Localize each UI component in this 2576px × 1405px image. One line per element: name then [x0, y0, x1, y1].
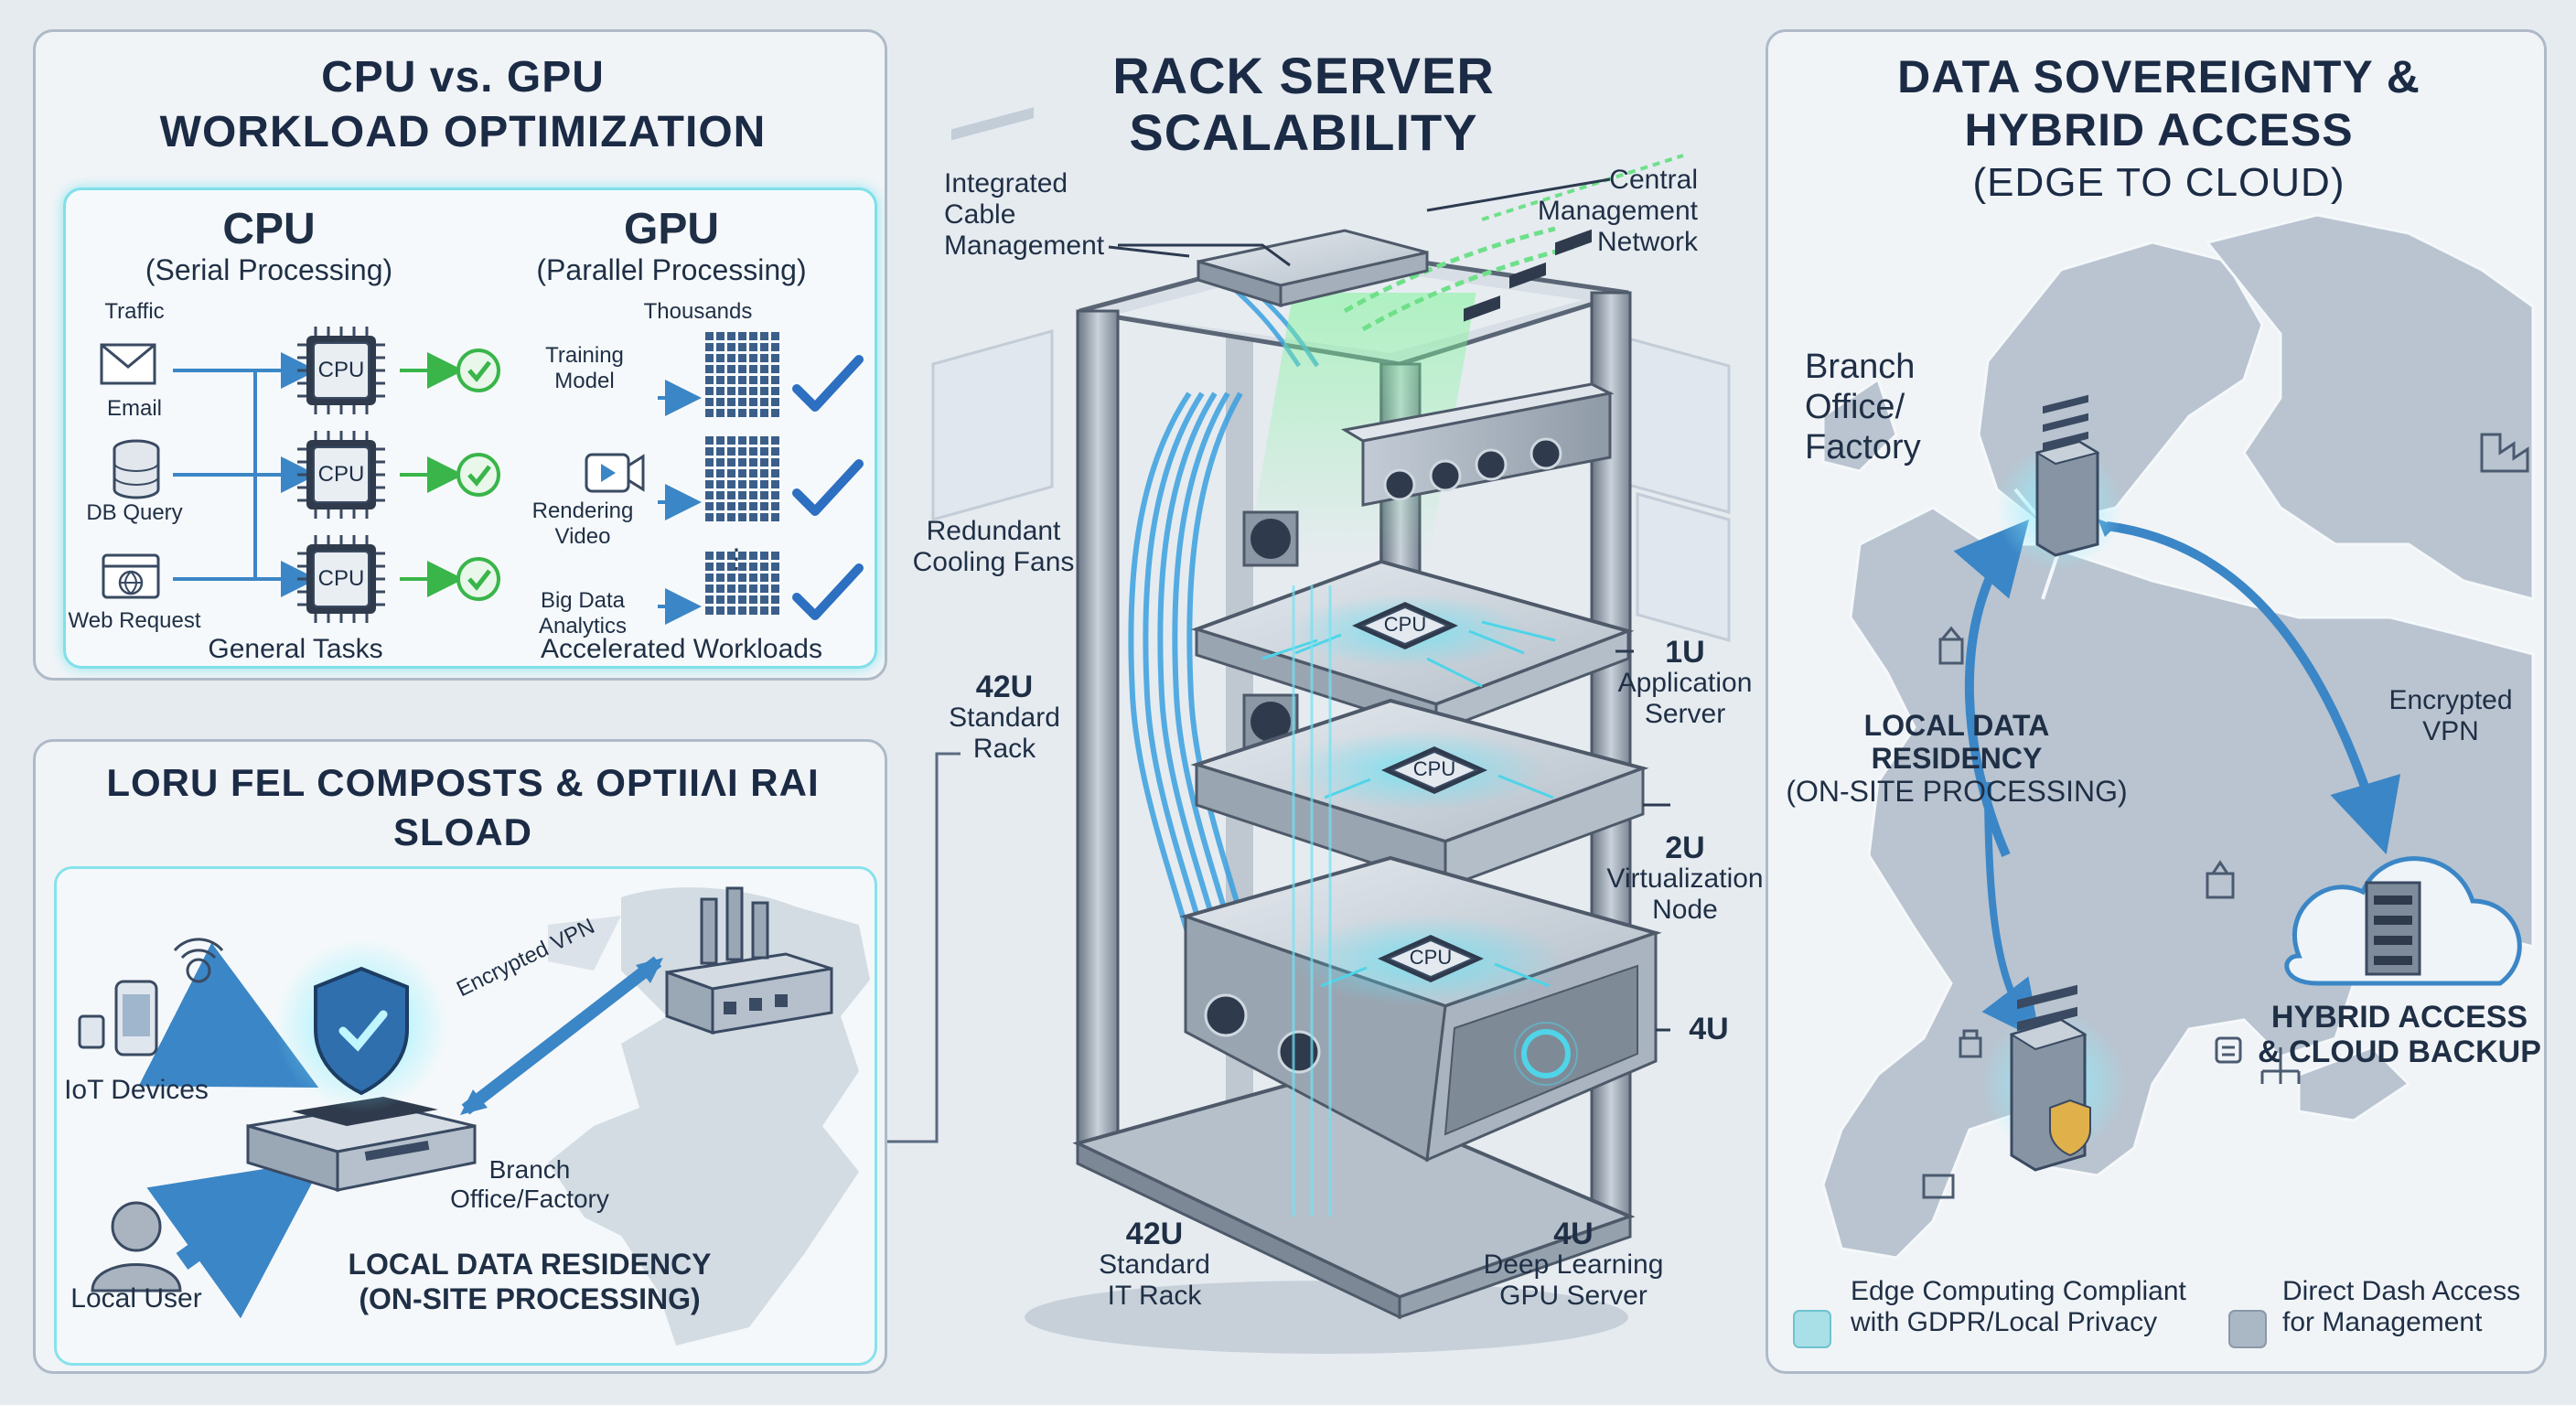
redundant-fans-icon [1242, 510, 1299, 750]
residency-arrow-down [1981, 781, 2041, 1041]
sovereignty-title: DATA SOVEREIGNTY & HYBRID ACCESS (EDGE T… [1897, 51, 2420, 205]
server-4u [1179, 855, 1662, 1163]
vpn-arrow [2106, 521, 2401, 855]
email-icon [100, 343, 156, 385]
rack-chip-label-1: CPU [1383, 613, 1427, 636]
edge-panel: LORU FEL COMPOSTS & OPTIIɅI RAI SLOAD 1ı… [33, 739, 887, 1374]
thousands-label: Thousands [643, 299, 753, 324]
gpu-heading: GPU [623, 205, 720, 253]
network-switch [1197, 229, 1429, 308]
europe-map [1793, 213, 2535, 1348]
rack-cpu-chips [1294, 602, 1554, 988]
cpu-chip-stack [297, 327, 385, 623]
traffic-label: Traffic [104, 299, 165, 324]
cpu-chip-icon-3 [297, 535, 385, 623]
cloud-backup-icon [2284, 856, 2522, 986]
gpu-arrows [658, 380, 702, 625]
rack-chip-label-2: CPU [1412, 757, 1456, 780]
light-beams [1292, 585, 1332, 1217]
task-db-query: DB Query [86, 500, 183, 525]
task-email: Email [106, 396, 163, 421]
gpu-subheading: (Parallel Processing) [536, 253, 807, 286]
gpu-core-grids [705, 332, 779, 615]
local-user-icon [91, 1201, 182, 1292]
iot-devices-icon [78, 938, 224, 1056]
local-server-icon [1980, 984, 2127, 1172]
check-icon-2 [400, 453, 500, 497]
encrypted-vpn-arrow [461, 956, 662, 1115]
factory-icon [665, 886, 833, 1035]
cpu-chip-label-3: CPU [317, 566, 365, 591]
sovereignty-panel: DATA SOVEREIGNTY & HYBRID ACCESS (EDGE T… [1766, 29, 2547, 1374]
rack-title: RACK SERVER SCALABILITY [1112, 47, 1495, 161]
cpu-gpu-title: CPU vs. GPU WORKLOAD OPTIMIZATION [159, 53, 767, 156]
task-web-request: Web Request [68, 608, 201, 633]
floating-screen-left [931, 107, 1054, 521]
fan-tray-unit [1340, 382, 1615, 507]
accelerated-workloads-label: Accelerated Workloads [541, 634, 822, 664]
legend-swatch-edge [1793, 1310, 1831, 1348]
general-tasks-label: General Tasks [208, 634, 383, 664]
svg-text:⋮: ⋮ [723, 544, 750, 574]
rack-cpu-chip-1 [1294, 602, 1525, 655]
security-shield-icon [274, 938, 448, 1112]
hybrid-access-label: HYBRID ACCESS& CLOUD BACKUP [2258, 1000, 2541, 1069]
edge-server-icon [246, 1097, 477, 1193]
video-icon [585, 453, 645, 493]
iot-devices-label: IoT Devices [64, 1075, 209, 1105]
cpu-chip-icon-1 [297, 327, 385, 414]
rack-front-left-post [1076, 309, 1120, 1145]
gpu-core-grid-3 [705, 552, 779, 615]
rack-cpu-chip-2 [1324, 746, 1554, 799]
user-arrow [146, 1159, 325, 1319]
database-icon [113, 439, 160, 499]
blue-check-icons [792, 355, 864, 620]
gpu-core-grid-2 [705, 436, 779, 521]
cpu-chip-label-2: CPU [317, 462, 365, 487]
rack-chip-label-3: CPU [1409, 946, 1453, 969]
branch-server-icon [1995, 394, 2123, 572]
check-icon-1 [400, 349, 500, 392]
cpu-chip-label-1: CPU [317, 358, 365, 382]
gpu-core-grid-1 [705, 332, 779, 417]
rack-cpu-chip-3 [1320, 935, 1551, 988]
edge-graphic [78, 886, 870, 1346]
check-icon-3 [400, 557, 500, 601]
green-check-icons [400, 349, 500, 601]
local-residency-label: LOCAL DATA RESIDENCY(ON-SITE PROCESSING) [348, 1248, 712, 1315]
rack-leader-lines [1108, 177, 1670, 1032]
cpu-chip-icon-2 [297, 431, 385, 519]
iot-arrow [138, 942, 319, 1088]
floating-screen-right [1626, 337, 1731, 642]
cpu-subheading: (Serial Processing) [145, 253, 393, 286]
legend-swatch-direct [2228, 1310, 2267, 1348]
cpu-gpu-panel: CPU vs. GPU WORKLOAD OPTIMIZATION [33, 29, 887, 681]
small-map-icons [1922, 433, 2529, 1199]
local-user-label: Local User [70, 1283, 202, 1314]
gpu-4u-label: 4U [1689, 1012, 1729, 1046]
cpu-gpu-graphic: ⋮ [100, 327, 864, 625]
web-request-icon [102, 553, 160, 599]
cpu-heading: CPU [222, 205, 316, 253]
